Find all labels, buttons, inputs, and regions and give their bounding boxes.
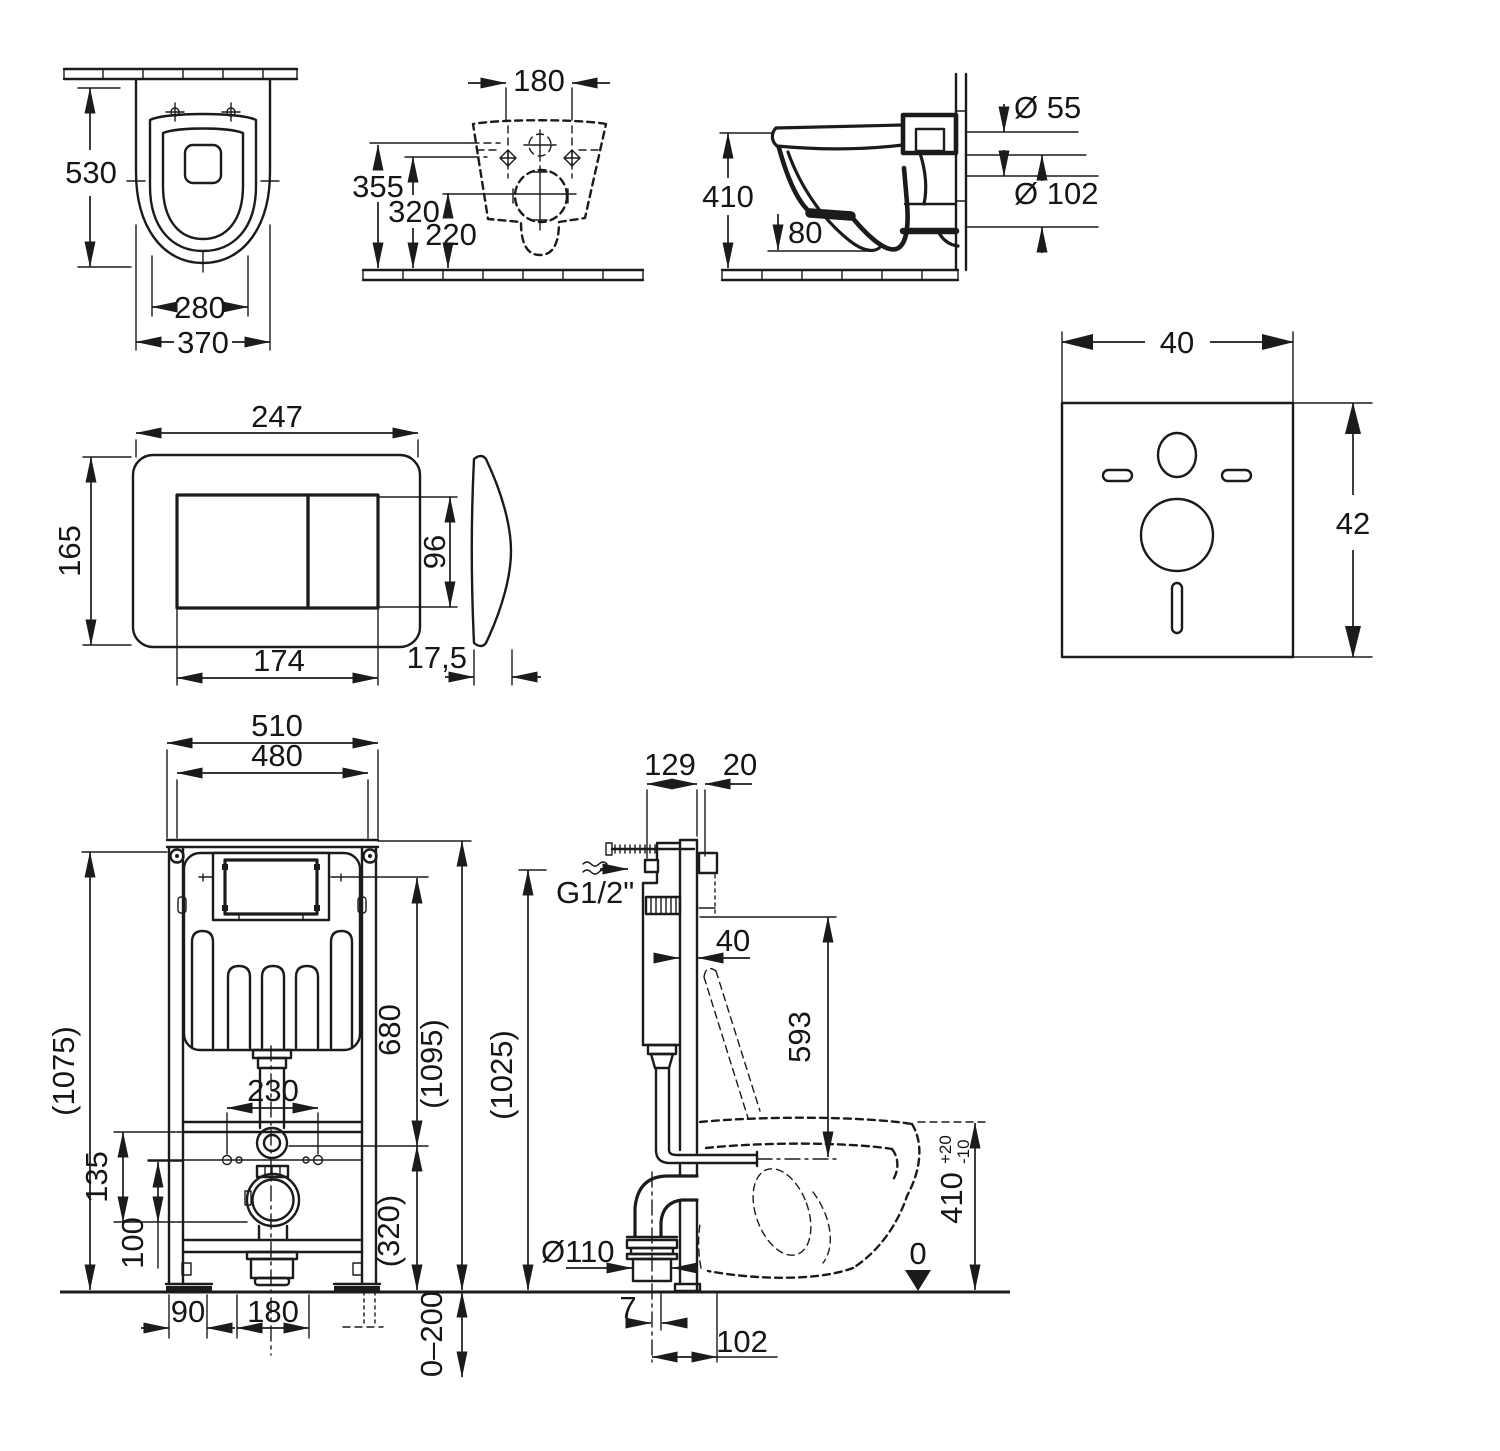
dim-7: 7: [619, 1290, 636, 1325]
view-frame-side: G1/2" (1025) 129 20 40: [60, 747, 1010, 1363]
dim-530: 530: [65, 155, 117, 190]
access-window: [211, 851, 331, 922]
dim-40-side: 40: [716, 923, 750, 958]
dim-247: 247: [251, 399, 303, 434]
dim-370: 370: [177, 325, 229, 360]
dim-410: 410: [702, 179, 754, 214]
dim-80: 80: [788, 215, 822, 250]
water-supply-icon: [582, 861, 629, 875]
dim-17-5: 17,5: [407, 640, 467, 675]
dim-174: 174: [253, 643, 305, 678]
dim-410-side: 410: [934, 1172, 969, 1224]
dim-480: 480: [251, 738, 303, 773]
dim-96: 96: [417, 535, 452, 569]
dim-320-rear: 320: [388, 194, 440, 229]
dim-135: 135: [79, 1151, 114, 1203]
dim-1095: (1095): [414, 1019, 449, 1109]
dim-230: 230: [247, 1073, 299, 1108]
dim-220: 220: [425, 217, 477, 252]
flush-button-large: [175, 493, 310, 610]
dim-0-200: 0–200: [414, 1291, 449, 1377]
dim-280: 280: [174, 290, 226, 325]
datum-triangle-icon: [905, 1270, 931, 1291]
flush-button-small: [306, 493, 380, 610]
dim-90: 90: [171, 1294, 205, 1329]
dim-1075: (1075): [46, 1026, 81, 1116]
datum-zero: 0: [909, 1236, 926, 1271]
dim-680: 680: [372, 1004, 407, 1056]
view-frame-front: 510 480 (1075) 680 (320) (1095) 230 135 …: [46, 708, 472, 1378]
view-sound-pad: 40 42: [1060, 325, 1373, 659]
dim-410-tol-minus: -10: [954, 1139, 973, 1164]
dim-593: 593: [782, 1011, 817, 1063]
view-flush-plate: 247 165 96 174 17,5: [52, 399, 541, 686]
dim-102: 102: [716, 1324, 768, 1359]
dim-355: 355: [352, 169, 404, 204]
flush-plate-side-profile: [470, 454, 513, 648]
dim-d55: Ø 55: [1014, 90, 1081, 125]
dim-100: 100: [115, 1217, 150, 1269]
dim-129: 129: [644, 747, 696, 782]
mounting-cross-icon: [165, 102, 241, 122]
label-g12: G1/2": [556, 875, 634, 910]
dim-510: 510: [251, 708, 303, 743]
dim-20: 20: [723, 747, 757, 782]
dim-d110: Ø110: [541, 1234, 615, 1269]
dim-42-pad: 42: [1336, 506, 1370, 541]
dim-180-front: 180: [247, 1294, 299, 1329]
toilet-dashed-outline: [697, 1116, 921, 1279]
dim-180-rear: 180: [513, 63, 565, 98]
toilet-side-profile: [770, 112, 960, 252]
view-toilet-top: 530 280 370: [62, 67, 299, 360]
dim-40-pad: 40: [1160, 325, 1194, 360]
view-toilet-rear: 180 355 320 220: [352, 63, 645, 282]
dim-165: 165: [52, 525, 87, 577]
dim-410-tol-plus: +20: [936, 1135, 955, 1164]
dim-320-front: (320): [371, 1195, 406, 1267]
view-toilet-side: 410 80 Ø 55 Ø 102: [702, 72, 1099, 282]
bolt-symbol-icon: [499, 149, 581, 167]
dim-410-tol: 410 +20 -10: [934, 1135, 973, 1224]
dim-d102: Ø 102: [1014, 176, 1098, 211]
dim-1025: (1025): [484, 1030, 519, 1120]
